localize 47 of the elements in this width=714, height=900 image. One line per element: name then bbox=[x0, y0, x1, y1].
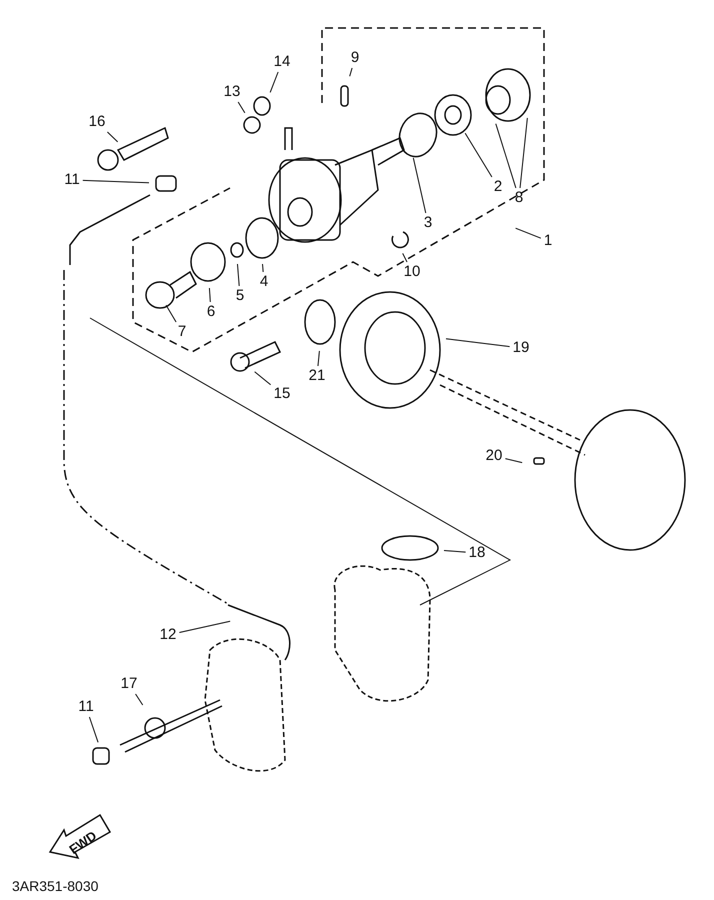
callout-number: 20 bbox=[484, 448, 504, 464]
leader-line bbox=[464, 132, 492, 178]
callout-number: 4 bbox=[258, 274, 270, 290]
leader-line bbox=[254, 371, 272, 386]
leader-line bbox=[515, 228, 542, 239]
callout-number: 11 bbox=[63, 172, 81, 188]
leader-line bbox=[135, 694, 144, 706]
leader-line bbox=[88, 716, 99, 743]
callout-number: 7 bbox=[176, 324, 188, 340]
callout-number: 1 bbox=[542, 233, 554, 249]
leader-line bbox=[166, 304, 177, 322]
callout-number: 13 bbox=[222, 84, 242, 100]
callout-number: 9 bbox=[350, 50, 360, 66]
leader-line bbox=[236, 263, 240, 286]
callout-number: 17 bbox=[120, 676, 138, 692]
callout-number: 19 bbox=[512, 340, 530, 356]
leader-line bbox=[82, 180, 150, 184]
direction-label: FWD bbox=[66, 828, 100, 858]
leader-line bbox=[208, 287, 211, 302]
callout-number: 5 bbox=[234, 288, 246, 304]
leader-line bbox=[412, 157, 426, 214]
callout-number: 15 bbox=[272, 386, 292, 402]
leader-line bbox=[504, 458, 523, 464]
leader-line bbox=[520, 117, 528, 188]
leader-line bbox=[349, 68, 353, 77]
callout-number: 10 bbox=[402, 264, 422, 280]
leader-line bbox=[495, 123, 516, 188]
leader-line bbox=[317, 350, 320, 366]
callout-number: 21 bbox=[308, 368, 326, 384]
callout-number: 12 bbox=[158, 627, 178, 643]
callout-number: 18 bbox=[468, 545, 486, 561]
callout-number: 11 bbox=[77, 699, 95, 715]
leader-line bbox=[106, 132, 118, 142]
leader-line bbox=[402, 252, 408, 262]
leader-line bbox=[443, 550, 466, 553]
callout-number: 3 bbox=[422, 215, 434, 231]
callout-number: 14 bbox=[272, 54, 292, 70]
leader-line bbox=[178, 620, 231, 633]
callout-number: 8 bbox=[514, 190, 524, 206]
callout-number: 6 bbox=[206, 304, 216, 320]
part-code: 3AR351-8030 bbox=[12, 878, 98, 894]
leader-line bbox=[262, 263, 264, 272]
leader-line bbox=[270, 72, 279, 93]
leader-line bbox=[238, 102, 246, 114]
leader-line bbox=[445, 338, 510, 348]
callout-number: 2 bbox=[492, 179, 504, 195]
callout-number: 16 bbox=[88, 114, 106, 130]
